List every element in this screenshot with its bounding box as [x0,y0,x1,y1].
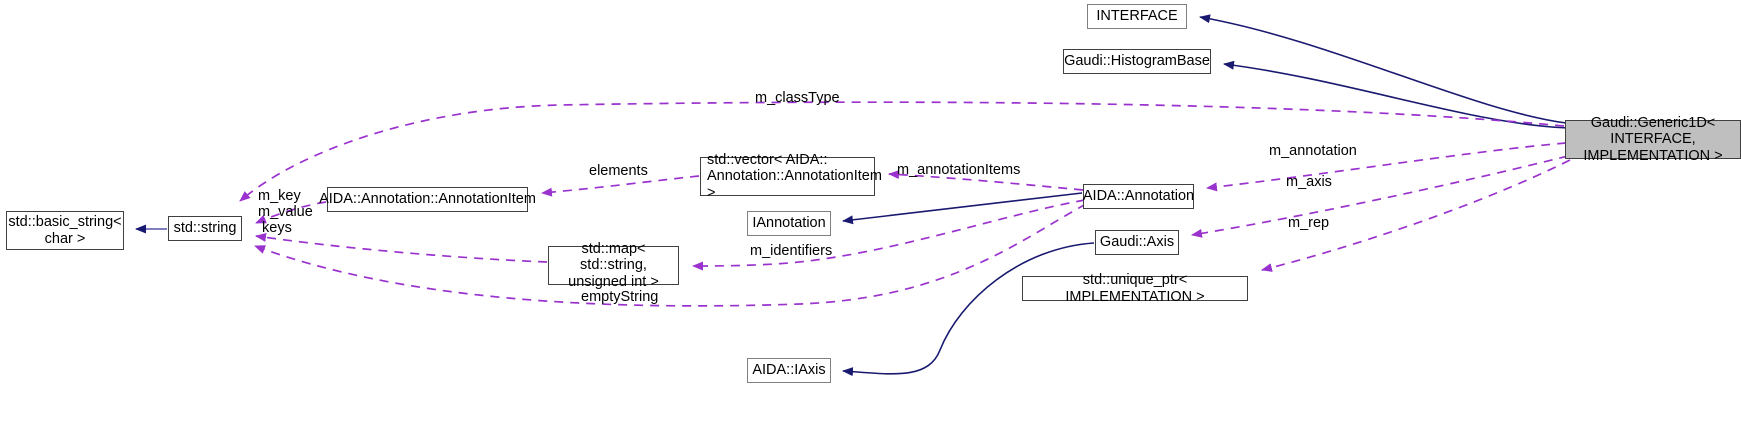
node-std-map-string-uint[interactable]: std::map< std::string, unsigned int > [548,241,679,290]
edge-label-m-annotationitems: m_annotationItems [897,162,1021,178]
node-std-vector-annotationitem[interactable]: std::vector< AIDA:: Annotation::Annotati… [700,152,882,201]
edge-usage-axis [1191,155,1569,238]
node-gaudi-generic1d[interactable]: Gaudi::Generic1D< INTERFACE, IMPLEMENTAT… [1565,115,1741,164]
edge-label-keys: keys [262,220,292,236]
node-iannotation[interactable]: IAnnotation [747,211,831,236]
node-aida-iaxis[interactable]: AIDA::IAxis [747,358,831,383]
node-interface[interactable]: INTERFACE [1087,4,1187,29]
edge-inheritance-iaxis [842,242,1095,377]
edge-label-m-annotation: m_annotation [1269,143,1357,159]
node-gaudi-histogrambase[interactable]: Gaudi::HistogramBase [1063,49,1211,74]
node-aida-annotation[interactable]: AIDA::Annotation [1083,184,1194,209]
node-std-string[interactable]: std::string [168,216,242,241]
edge-usage-annotation [1206,142,1567,192]
edge-label-m-rep: m_rep [1288,215,1330,231]
edge-label-emptystring: emptyString [581,289,659,305]
edge-label-m-axis: m_axis [1286,174,1332,190]
edge-label-m-key-m-value: m_key m_value [258,188,313,220]
edge-label-m-classtype: m_classType [755,90,840,106]
node-std-unique-ptr-implementation[interactable]: std::unique_ptr< IMPLEMENTATION > [1022,272,1248,305]
node-aida-annotation-annotationitem[interactable]: AIDA::Annotation::AnnotationItem [319,187,536,212]
edge-label-elements: elements [589,163,648,179]
edge-label-m-identifiers: m_identifiers [750,243,833,259]
node-std-basic-string[interactable]: std::basic_string< char > [6,211,124,250]
edge-usage-keys [255,232,548,263]
edge-inheritance-interface [1199,14,1567,124]
edge-inheritance-histogrambase [1223,60,1569,129]
node-gaudi-axis[interactable]: Gaudi::Axis [1095,230,1179,255]
